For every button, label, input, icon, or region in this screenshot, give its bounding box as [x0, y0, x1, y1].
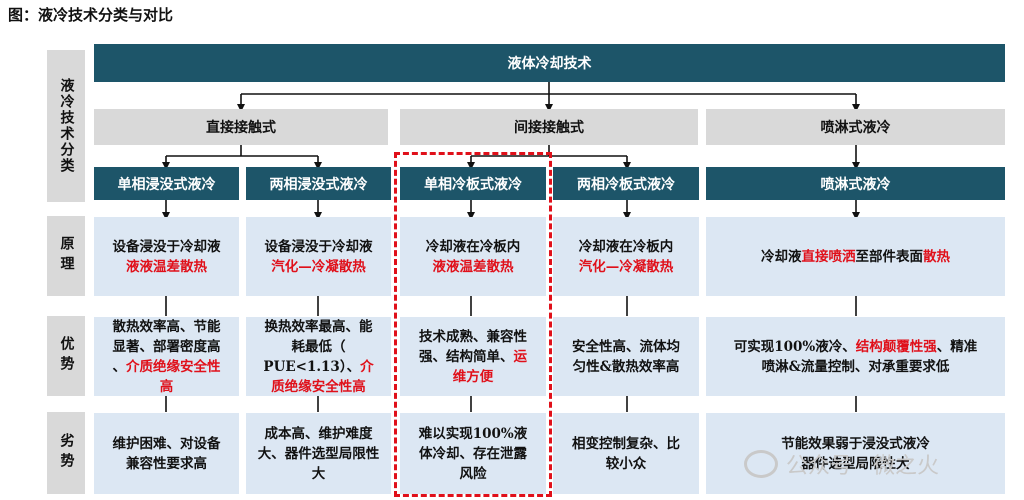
advantages-cell-2: 换热效率最高、能 耗最低（ PUE<1.13）、介 质绝缘安全性高	[246, 317, 391, 396]
side-label-principle: 原理	[47, 216, 85, 296]
advantages-cell-5: 可实现100%液冷、结构颠覆性强、精准 喷淋&流量控制、对承重要求低	[706, 317, 1005, 396]
principle-cell-2: 设备浸没于冷却液汽化—冷凝散热	[246, 217, 391, 296]
advantages-cell-4: 安全性高、流体均 匀性&散热效率高	[553, 317, 699, 396]
subtype-single-phase-immersion: 单相浸没式液冷	[94, 167, 239, 200]
category-indirect-contact: 间接接触式	[400, 109, 698, 145]
subtype-spray: 喷淋式液冷	[706, 167, 1005, 200]
subtype-single-phase-cold-plate: 单相冷板式液冷	[400, 167, 546, 200]
figure-title: 图：液冷技术分类与对比	[8, 6, 174, 24]
advantages-cell-3: 技术成熟、兼容性 强、结构简单、运 维方便	[400, 317, 546, 396]
advantages-cell-1: 散热效率高、节能 显著、部署密度高 、介质绝缘安全性 高	[94, 317, 239, 396]
disadvantages-cell-2: 成本高、维护难度大、器件选型局限性大	[246, 413, 391, 494]
disadvantages-cell-1: 维护困难、对设备兼容性要求高	[94, 413, 239, 494]
category-spray: 喷淋式液冷	[706, 109, 1005, 145]
side-label-disadvantages: 劣势	[47, 412, 85, 494]
disadvantages-cell-3: 难以实现100%液体冷却、存在泄露风险	[400, 413, 546, 494]
principle-cell-4: 冷却液在冷板内汽化—冷凝散热	[553, 217, 699, 296]
category-direct-contact: 直接接触式	[94, 109, 388, 145]
subtype-two-phase-cold-plate: 两相冷板式液冷	[553, 167, 699, 200]
watermark: 公众号 · 微之火	[744, 448, 939, 480]
subtype-two-phase-immersion: 两相浸没式液冷	[246, 167, 391, 200]
principle-cell-3: 冷却液在冷板内液液温差散热	[400, 217, 546, 296]
principle-cell-5: 冷却液直接喷洒至部件表面散热	[706, 217, 1005, 296]
chat-bubble-icon	[744, 450, 778, 478]
principle-cell-1: 设备浸没于冷却液液液温差散热	[94, 217, 239, 296]
highlight-frame-cold-plate	[394, 152, 552, 497]
side-label-classification: 液冷技术分类	[47, 50, 85, 202]
disadvantages-cell-4: 相变控制复杂、比较小众	[553, 413, 699, 494]
liquid-cooling-header: 液体冷却技术	[94, 44, 1005, 82]
side-label-advantages: 优势	[47, 316, 85, 396]
